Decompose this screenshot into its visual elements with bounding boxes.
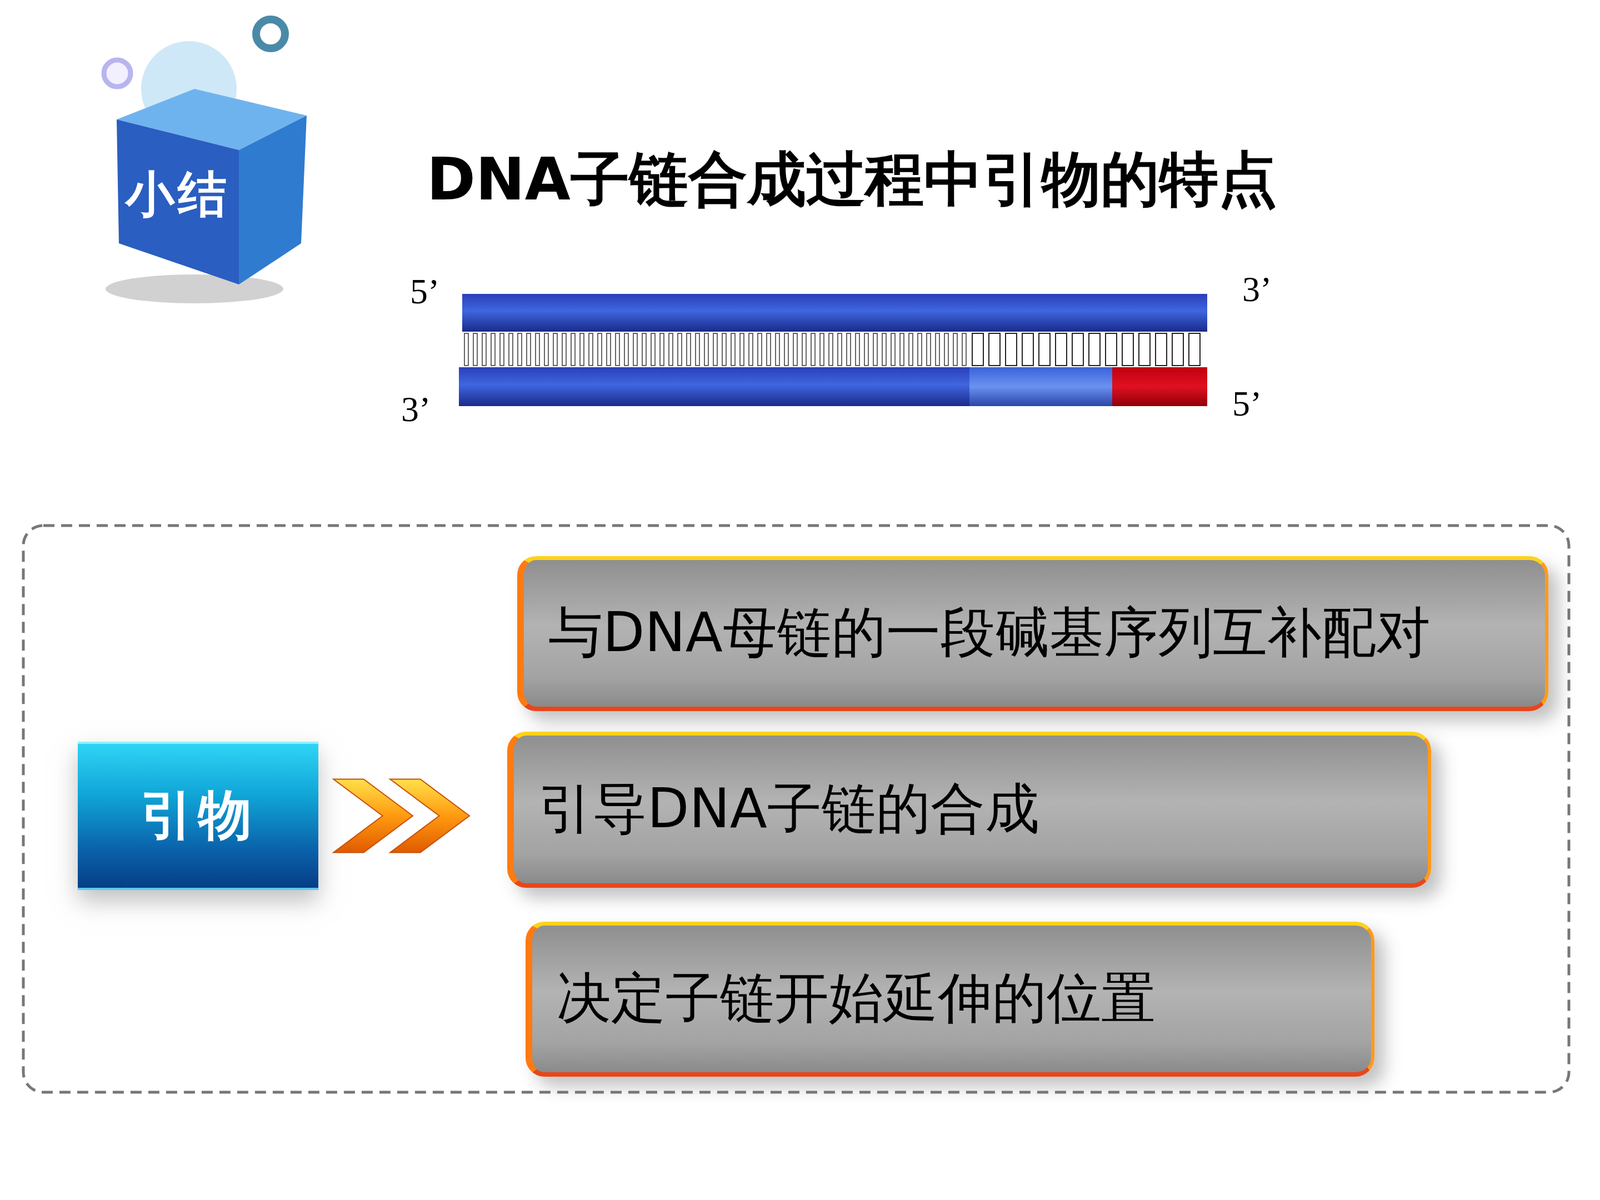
base-pair bbox=[1172, 333, 1184, 366]
base-pair bbox=[1022, 333, 1034, 366]
deco-ring bbox=[256, 19, 285, 49]
base-pair bbox=[988, 333, 1000, 366]
deco-ring bbox=[103, 60, 131, 87]
chevron-arrow bbox=[333, 779, 470, 853]
base-pair bbox=[802, 333, 807, 366]
base-pair bbox=[972, 333, 984, 366]
base-pair bbox=[722, 333, 727, 366]
base-pair bbox=[562, 333, 567, 366]
base-pair bbox=[588, 333, 593, 366]
base-pair bbox=[526, 333, 531, 366]
base-pair bbox=[713, 333, 718, 366]
base-pair bbox=[1005, 333, 1017, 366]
base-pair bbox=[1055, 333, 1067, 366]
base-pair bbox=[864, 333, 869, 366]
base-pair bbox=[704, 333, 709, 366]
base-pair bbox=[926, 333, 931, 366]
base-pair bbox=[668, 333, 673, 366]
base-pair bbox=[935, 333, 940, 366]
base-pair bbox=[1038, 333, 1050, 366]
base-pair bbox=[544, 333, 549, 366]
base-pair bbox=[793, 333, 798, 366]
base-pair bbox=[740, 333, 744, 366]
end-label: 5’ bbox=[410, 271, 440, 313]
cube-shadow bbox=[105, 274, 284, 304]
base-pair bbox=[660, 333, 664, 366]
base-pair bbox=[580, 333, 584, 366]
title: DNA子链合成过程中引物的特点 bbox=[426, 140, 1600, 220]
base-pair bbox=[500, 333, 504, 366]
daughter-strand bbox=[458, 367, 1208, 407]
base-pair bbox=[962, 333, 967, 366]
base-pair bbox=[615, 333, 620, 366]
new-segment bbox=[969, 367, 1113, 407]
base-pair bbox=[1155, 333, 1167, 366]
base-pair bbox=[482, 333, 487, 366]
base-pair bbox=[900, 333, 904, 366]
base-pair bbox=[1122, 333, 1134, 366]
base-pair bbox=[811, 333, 815, 366]
parent-strand bbox=[462, 293, 1208, 332]
base-pair bbox=[606, 333, 611, 366]
base-pair bbox=[553, 333, 558, 366]
base-pair bbox=[535, 333, 540, 366]
cube-side bbox=[238, 115, 307, 285]
base-pair bbox=[828, 333, 833, 366]
cube-front bbox=[116, 119, 239, 285]
base-pair bbox=[784, 333, 789, 366]
base-pair bbox=[473, 333, 478, 366]
base-pair bbox=[944, 333, 949, 366]
base-pairs bbox=[464, 333, 1200, 366]
base-pair bbox=[1188, 333, 1200, 366]
base-pair bbox=[837, 333, 842, 366]
base-pair bbox=[846, 333, 851, 366]
base-pair bbox=[1138, 333, 1150, 366]
base-pair bbox=[491, 333, 495, 366]
base-pair bbox=[464, 333, 469, 366]
node-text: 决定子链开始延伸的位置 bbox=[532, 962, 1156, 1036]
feature-box: 引导DNA子链的合成 bbox=[507, 731, 1432, 888]
feature-box: 与DNA母链的一段碱基序列互补配对 bbox=[517, 556, 1549, 712]
base-pair bbox=[677, 333, 682, 366]
node-text: 小结 bbox=[125, 161, 230, 228]
base-pair bbox=[508, 333, 513, 366]
base-pair bbox=[597, 333, 602, 366]
base-pair bbox=[517, 333, 522, 366]
end-label: 5’ bbox=[1232, 383, 1262, 425]
base-pair bbox=[891, 333, 895, 366]
base-pair bbox=[855, 333, 860, 366]
base-pair bbox=[1088, 333, 1100, 366]
base-pair bbox=[882, 333, 887, 366]
base-pair bbox=[731, 333, 735, 366]
dashed-panel bbox=[23, 525, 1569, 1093]
base-pair bbox=[1072, 333, 1084, 366]
node-text: 引物 bbox=[140, 780, 257, 853]
end-label: 3’ bbox=[401, 388, 431, 430]
base-pair bbox=[1105, 333, 1117, 366]
base-pair bbox=[917, 333, 922, 366]
summary-cube: 小结 bbox=[100, 66, 323, 289]
base-pair bbox=[775, 333, 780, 366]
base-pair bbox=[873, 333, 878, 366]
base-pair bbox=[686, 333, 691, 366]
end-label: 3’ bbox=[1242, 268, 1272, 310]
base-pair bbox=[695, 333, 700, 366]
base-pair bbox=[953, 333, 958, 366]
base-pair bbox=[624, 333, 629, 366]
node-text: 引导DNA子链的合成 bbox=[513, 772, 1040, 847]
feature-box: 决定子链开始延伸的位置 bbox=[525, 921, 1375, 1077]
base-pair bbox=[642, 333, 647, 366]
base-pair bbox=[633, 333, 638, 366]
primer bbox=[1112, 367, 1208, 407]
base-pair bbox=[571, 333, 575, 366]
base-pair bbox=[757, 333, 762, 366]
base-pair bbox=[748, 333, 753, 366]
primer-box: 引物 bbox=[77, 741, 319, 890]
base-pair bbox=[766, 333, 771, 366]
base-pair bbox=[908, 333, 913, 366]
base-pair bbox=[651, 333, 655, 366]
base-pair bbox=[820, 333, 824, 366]
node-text: 与DNA母链的一段碱基序列互补配对 bbox=[523, 596, 1431, 670]
